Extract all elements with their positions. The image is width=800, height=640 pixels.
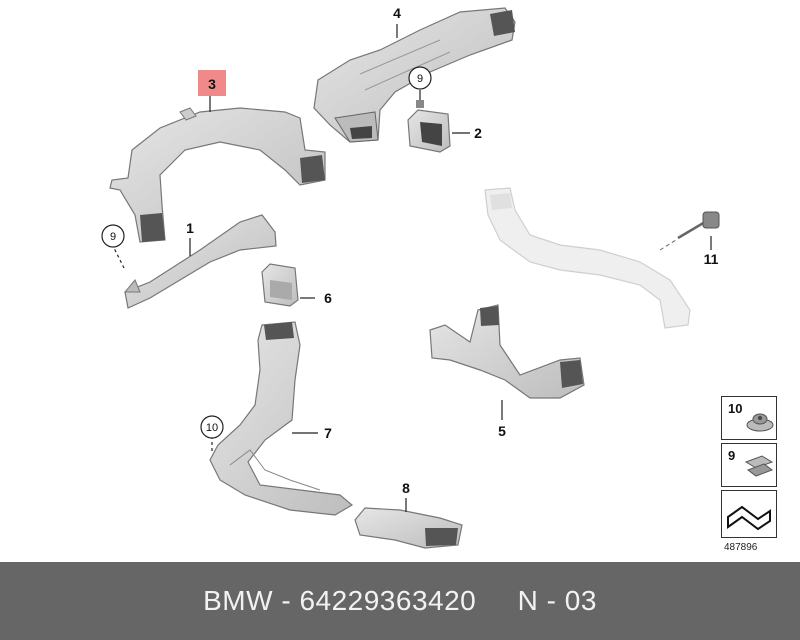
callout-9-left: 9 <box>110 231 116 243</box>
callout-10-circle: 10 <box>200 415 224 439</box>
callout-9-top: 9 <box>417 73 423 85</box>
legend-item-10-label: 10 <box>728 401 743 416</box>
clip-icon <box>744 455 774 477</box>
part-3-duct <box>109 107 326 243</box>
legend-item-seal <box>721 490 777 538</box>
footer-gap <box>476 585 517 616</box>
footer-bar: BMW - 64229363420 N - 03 <box>0 562 800 640</box>
nut-icon <box>746 413 774 432</box>
leader-lines <box>111 24 712 512</box>
parts-diagram: 4 3 2 1 6 7 8 5 11 9 9 10 <box>101 5 720 549</box>
part-8-duct <box>354 507 463 549</box>
part-7-duct <box>209 321 354 516</box>
callout-11: 11 <box>704 251 719 267</box>
part-2-vent <box>407 109 451 153</box>
footer-text: BMW - 64229363420 N - 03 <box>203 585 597 617</box>
legend-item-9-label: 9 <box>728 448 736 463</box>
part-1-duct <box>123 214 277 309</box>
legend-item-10: 10 <box>721 396 777 440</box>
callout-9-circle-top: 9 <box>408 66 432 90</box>
footer-position: N - 03 <box>517 585 597 616</box>
callout-3: 3 <box>208 76 216 92</box>
callout-6: 6 <box>324 290 332 306</box>
callout-5: 5 <box>498 423 506 439</box>
callout-4: 4 <box>393 5 401 21</box>
faded-context-duct <box>484 187 691 329</box>
callout-9-circle-left: 9 <box>101 224 125 248</box>
footer-brand: BMW <box>203 585 274 616</box>
part-11-screw <box>659 211 720 251</box>
callout-2: 2 <box>474 125 482 141</box>
callout-3-highlight <box>198 70 226 96</box>
part-5-duct <box>429 304 585 399</box>
part-6-clip <box>261 263 299 307</box>
footer-separator: - <box>273 585 300 616</box>
legend-code: 487896 <box>724 542 758 553</box>
callout-8: 8 <box>402 480 410 496</box>
legend-item-9: 9 <box>721 443 777 487</box>
callout-1: 1 <box>186 220 194 236</box>
footer-part-number: 64229363420 <box>299 585 477 616</box>
seal-strip-icon <box>727 505 771 531</box>
clip-9-small <box>416 100 424 108</box>
callout-7: 7 <box>324 425 332 441</box>
callout-10: 10 <box>206 422 218 434</box>
